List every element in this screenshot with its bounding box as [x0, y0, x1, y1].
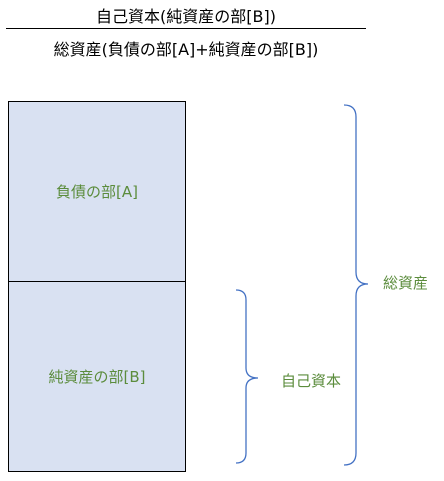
net-assets-label: 純資産の部[B] [48, 368, 146, 386]
net-assets-box: 純資産の部[B] [8, 281, 186, 472]
formula-numerator: 自己資本(純資産の部[B]) [96, 7, 276, 26]
formula-denominator: 総資産(負債の部[A]+純資産の部[B]) [53, 40, 319, 59]
equity-label: 自己資本 [281, 372, 342, 390]
liabilities-label: 負債の部[A] [56, 183, 138, 201]
liabilities-box: 負債の部[A] [8, 101, 186, 282]
fraction-bar [6, 28, 366, 29]
total-assets-brace [343, 104, 369, 466]
total-assets-label: 総資産 [383, 274, 429, 292]
equity-brace [235, 289, 259, 464]
